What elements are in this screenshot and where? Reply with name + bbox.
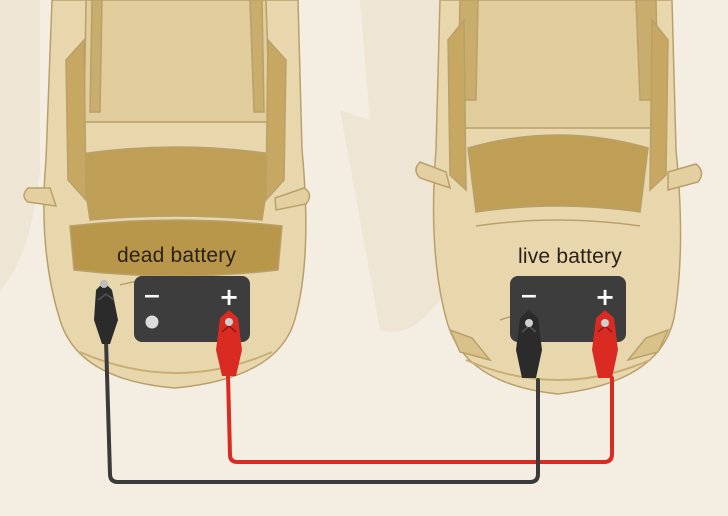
- dead-battery-negative-symbol: −: [143, 284, 161, 309]
- live-car-headlight-left: [448, 328, 493, 362]
- dead-car-ground-clamp-icon: [94, 280, 118, 344]
- live-car-roof: [463, 0, 653, 129]
- dead-battery-negative-terminal: [145, 315, 159, 329]
- live-car-headlight-right: [625, 328, 670, 362]
- live-car-hood-line: [475, 219, 641, 227]
- live-battery-label: live battery: [518, 245, 622, 268]
- dead-car-shadow: [0, 0, 40, 290]
- jumper-cables: [104, 338, 614, 484]
- dead-battery-red-clamp-icon: [216, 310, 242, 376]
- dead-car-left-mirror: [23, 187, 58, 207]
- black-cable: [104, 338, 540, 484]
- live-car-bumper: [465, 359, 651, 381]
- dead-car-hood-shadow: [69, 219, 283, 277]
- dead-battery-positive-symbol: +: [219, 283, 239, 311]
- dead-car-side-window-left: [65, 38, 87, 202]
- live-car-windshield: [467, 134, 649, 213]
- live-battery-black-clamp-icon: [516, 310, 542, 378]
- dead-car-roof: [83, 0, 271, 123]
- dead-car-windshield: [79, 146, 273, 221]
- dead-car-right-mirror: [274, 187, 311, 211]
- dead-car-roof-stripe-right: [249, 0, 265, 113]
- live-car-left-mirror: [415, 161, 452, 190]
- live-battery-red-clamp-icon: [592, 310, 618, 378]
- red-cable: [226, 373, 614, 464]
- dead-car-side-window-right: [265, 38, 287, 202]
- dead-car-bumper: [79, 351, 273, 374]
- live-battery-negative-symbol: −: [520, 284, 538, 309]
- live-car-right-mirror: [667, 163, 703, 191]
- live-car-side-window-right: [649, 17, 669, 192]
- dead-car-roof-stripe-left: [89, 0, 103, 113]
- live-car-side-window-left: [447, 17, 467, 192]
- live-battery-positive-symbol: +: [595, 283, 615, 311]
- live-car-shadow: [340, 0, 440, 332]
- dead-battery-label: dead battery: [117, 244, 237, 267]
